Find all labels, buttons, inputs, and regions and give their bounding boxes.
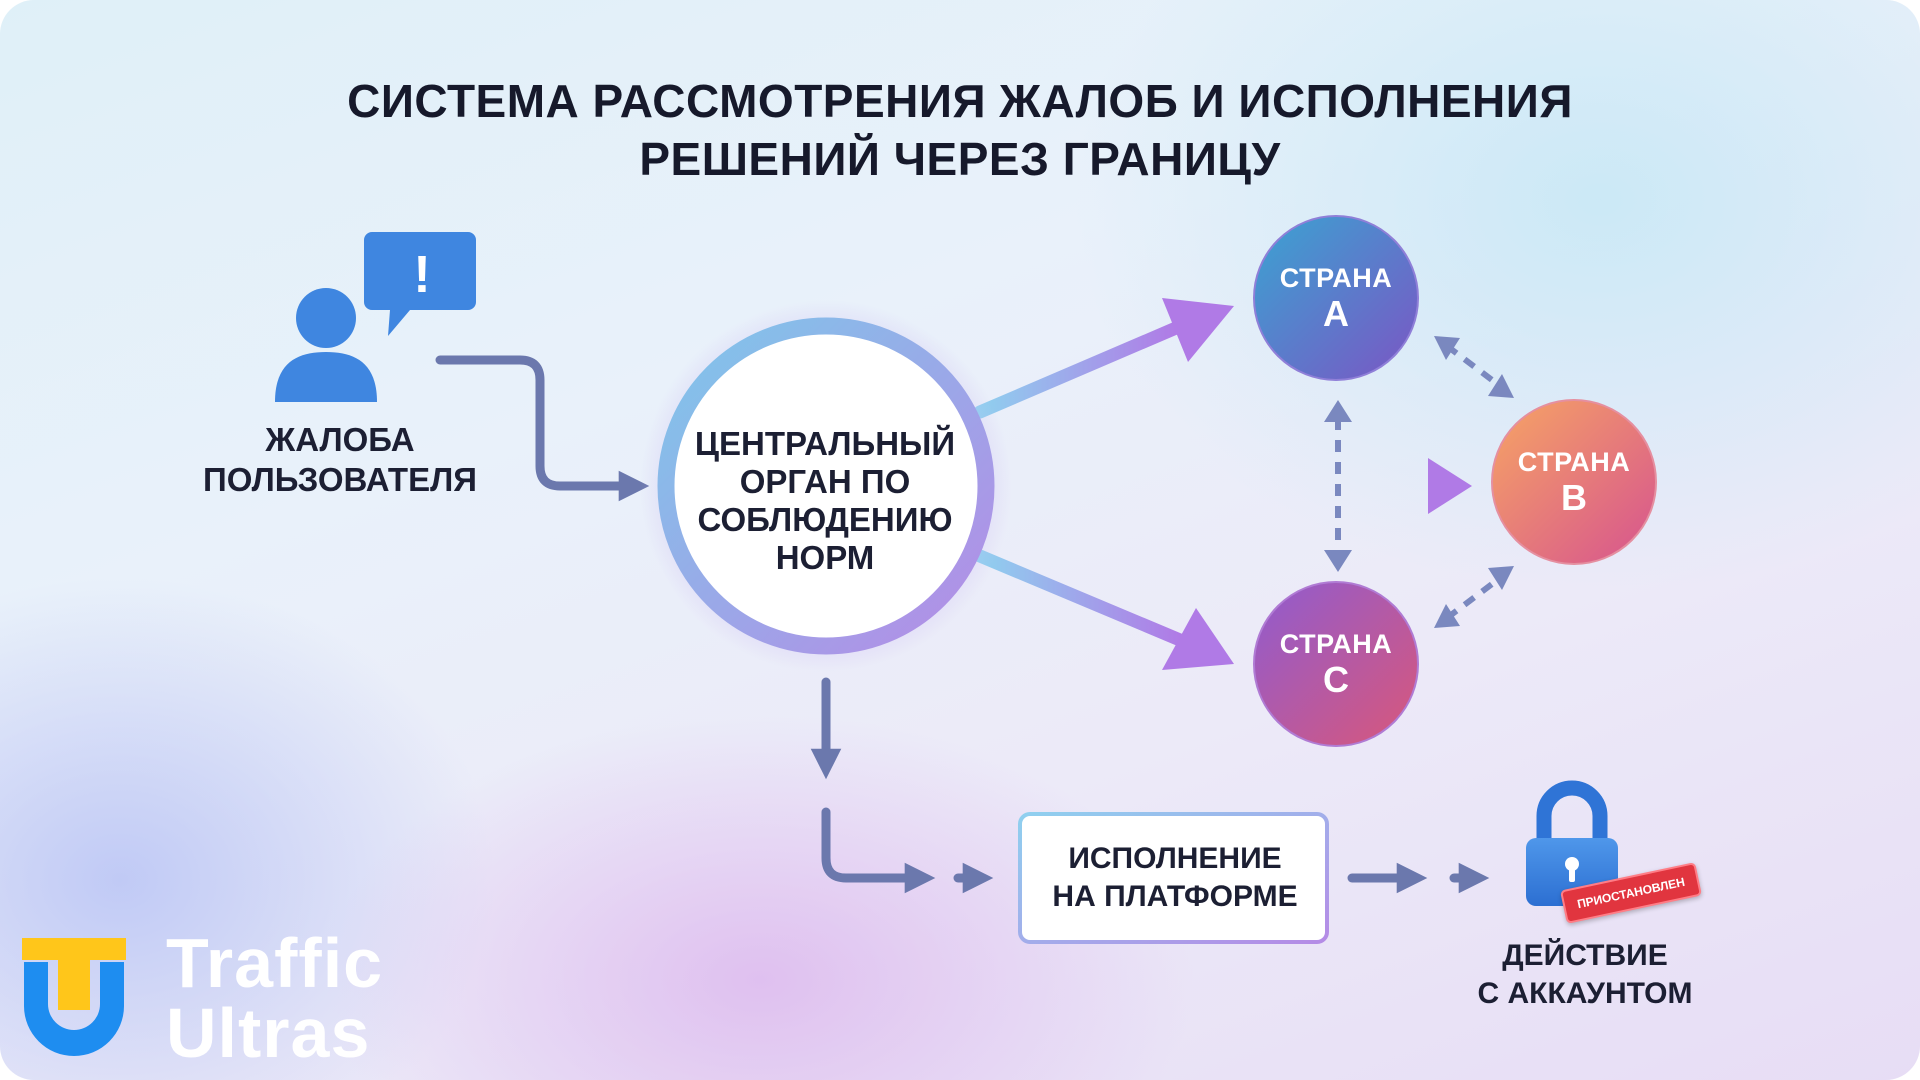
country-a-letter: A [1323, 293, 1349, 334]
enforcement-label-line-1: ИСПОЛНЕНИЕ [1068, 842, 1282, 875]
diagram-title: СИСТЕМА РАССМОТРЕНИЯ ЖАЛОБ И ИСПОЛНЕНИЯ … [0, 72, 1920, 188]
a-b-dashed-link [1445, 343, 1502, 389]
country-a-node [1253, 215, 1419, 381]
country-b-node [1491, 399, 1657, 565]
country-b-label: СТРАНА B [1494, 446, 1654, 518]
country-a-name: СТРАНА [1279, 263, 1393, 293]
enforcement-label: ИСПОЛНЕНИЕ НА ПЛАТФОРМЕ [1020, 840, 1330, 916]
hub-to-country-a-beam [973, 298, 1234, 419]
c-b-dashed-link [1445, 575, 1502, 621]
user-label-line-1: ЖАЛОБА [265, 421, 415, 458]
hub-label-line-4: НОРМ [775, 539, 875, 576]
user-complaint-icon: ! [275, 232, 476, 402]
speech-bubble-icon [364, 232, 476, 336]
hub-label: ЦЕНТРАЛЬНЫЙ ОРГАН ПО СОБЛЮДЕНИЮ НОРМ [660, 425, 990, 577]
enforcement-box [1018, 812, 1329, 944]
country-c-letter: C [1323, 659, 1349, 700]
hub-to-country-c-beam [973, 549, 1234, 670]
country-a-label: СТРАНА A [1256, 262, 1416, 334]
enforcement-label-line-2: НА ПЛАТФОРМЕ [1052, 880, 1298, 913]
hub-label-line-2: ОРГАН ПО [739, 463, 911, 500]
central-hub [640, 300, 1012, 672]
brand-line-1: Traffic [166, 924, 384, 1002]
brand-wordmark: Traffic Ultras [166, 928, 383, 1068]
tu-logo-icon [22, 938, 126, 1056]
exclamation-icon: ! [413, 246, 430, 304]
action-label-line-1: ДЕЙСТВИЕ [1502, 939, 1668, 972]
country-c-name: СТРАНА [1279, 629, 1393, 659]
user-to-hub-arrow [435, 355, 650, 502]
hub-to-country-b-beam [993, 458, 1472, 514]
hub-label-line-1: ЦЕНТРАЛЬНЫЙ [694, 425, 956, 462]
account-action-label: ДЕЙСТВИЕ С АККАУНТОМ [1430, 937, 1740, 1013]
country-b-letter: B [1561, 477, 1587, 518]
country-b-name: СТРАНА [1517, 447, 1631, 477]
title-line-2: РЕШЕНИЙ ЧЕРЕЗ ГРАНИЦУ [639, 133, 1281, 185]
action-label-line-2: С АККАУНТОМ [1477, 977, 1693, 1010]
user-complaint-label: ЖАЛОБА ПОЛЬЗОВАТЕЛЯ [150, 420, 530, 500]
title-line-1: СИСТЕМА РАССМОТРЕНИЯ ЖАЛОБ И ИСПОЛНЕНИЯ [347, 75, 1573, 127]
country-c-label: СТРАНА C [1256, 628, 1416, 700]
brand-line-2: Ultras [166, 994, 371, 1072]
hub-label-line-3: СОБЛЮДЕНИЮ [697, 501, 953, 538]
hub-to-enforcement-arrow [821, 807, 936, 894]
user-label-line-2: ПОЛЬЗОВАТЕЛЯ [203, 461, 477, 498]
country-c-node [1253, 581, 1419, 747]
